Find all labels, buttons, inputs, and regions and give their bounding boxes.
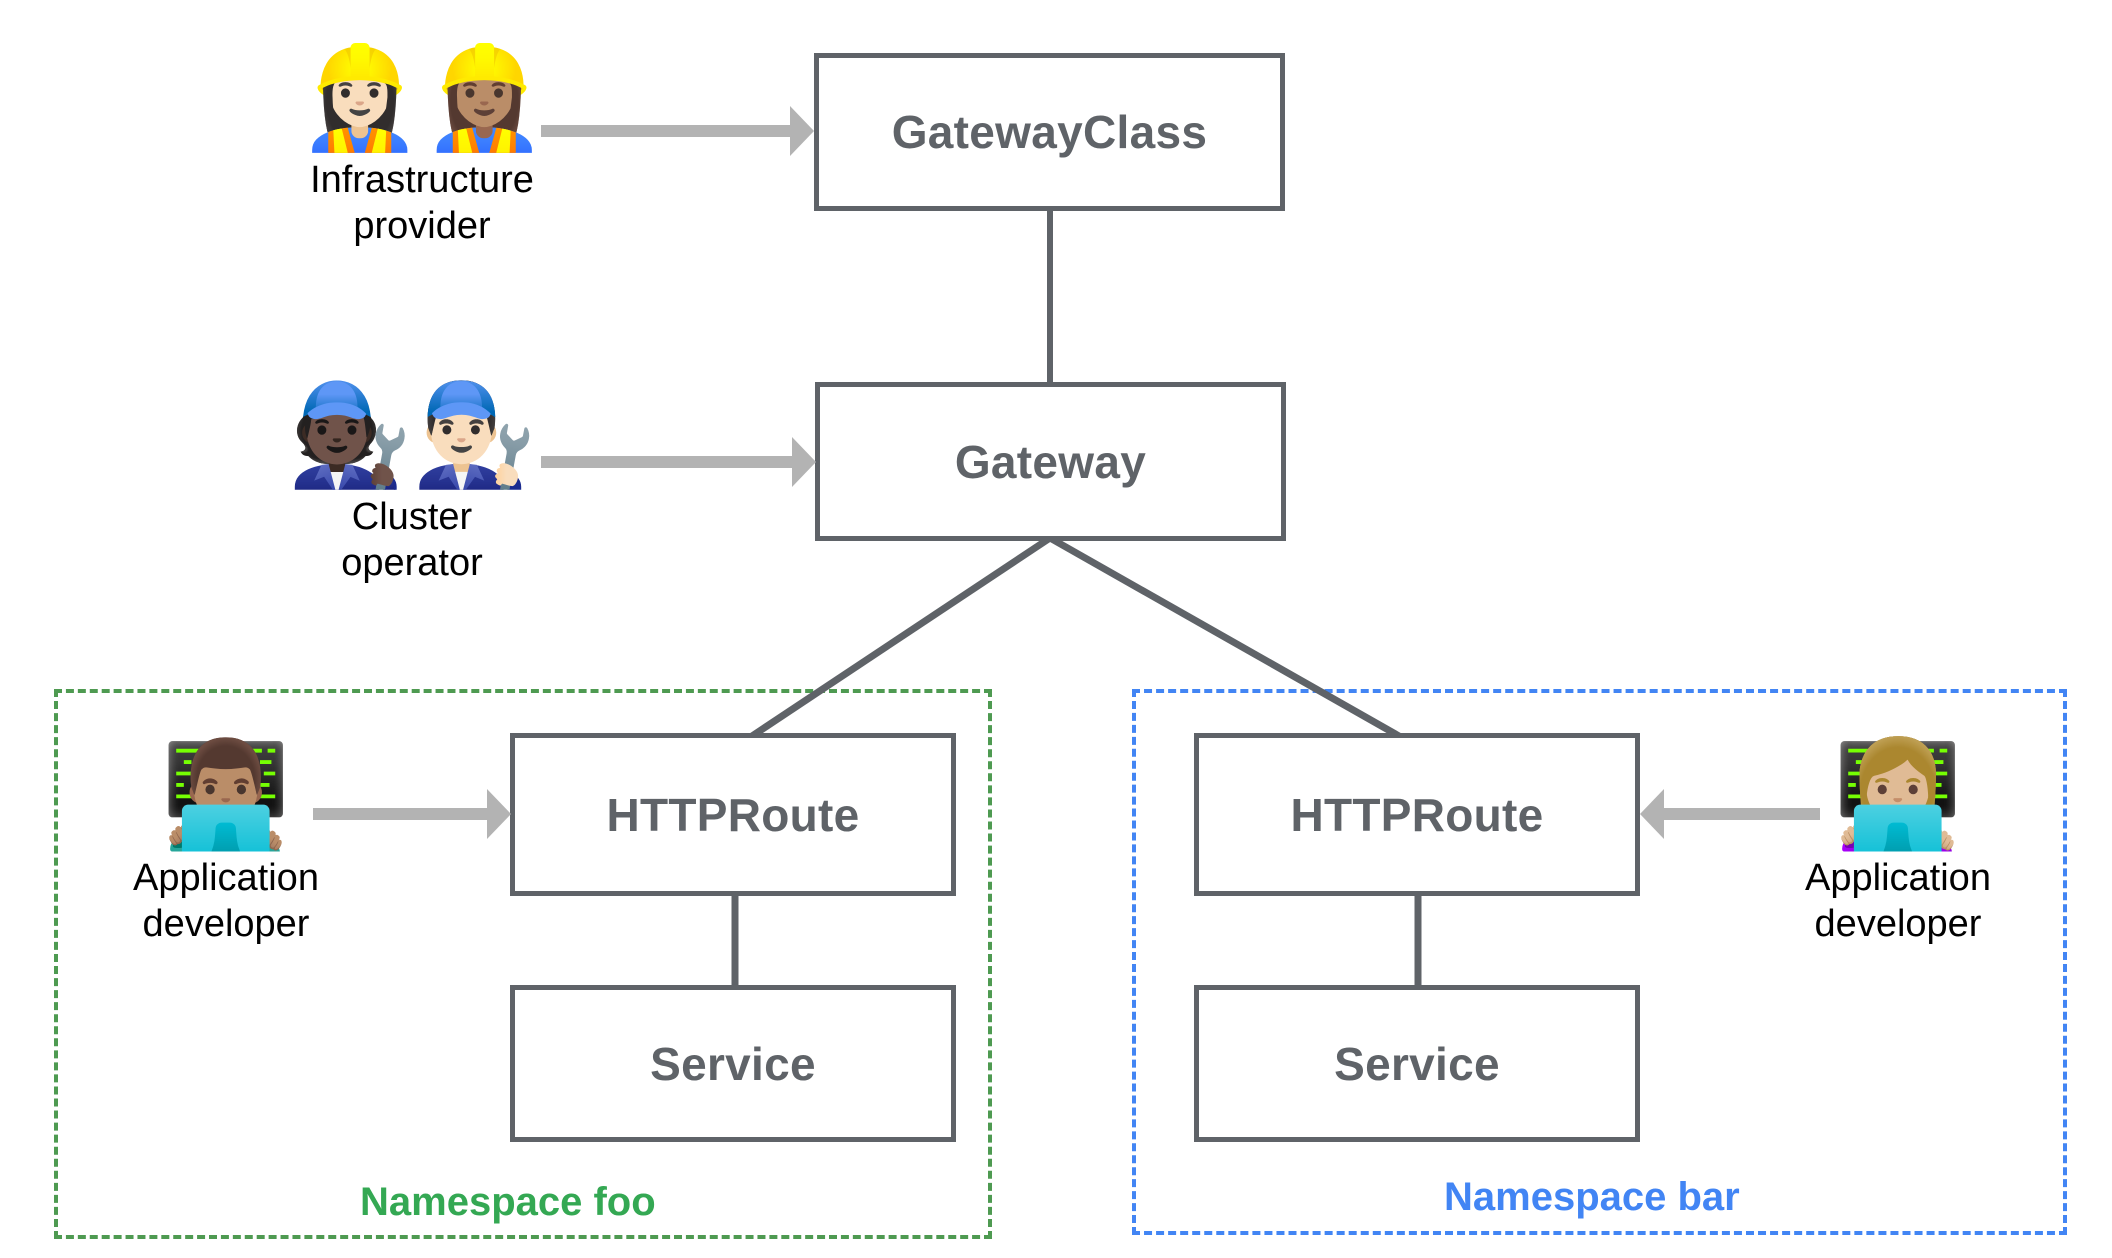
woman-technologist-blonde-icon: 👩🏼‍💻 [1833,733,1963,855]
application-developer-bar-icons: 👩🏼‍💻 [1833,742,1963,846]
service-foo-label: Service [650,1037,816,1090]
man-technologist-medium-icon: 👨🏽‍💻 [161,733,291,855]
infrastructure-provider-icons: 👷🏻‍♀️ 👷🏽‍♀️ [297,48,546,148]
woman-construction-worker-medium-icon: 👷🏽‍♀️ [422,39,547,156]
arrow-infrastructure-provider-to-gatewayclass [541,106,814,156]
resource-box-service-bar[interactable]: Service [1194,985,1640,1142]
actor-application-developer-bar: 👩🏼‍💻 Application developer [1778,742,2018,947]
service-bar-label: Service [1334,1037,1500,1090]
httproute-foo-label: HTTPRoute [606,788,860,841]
man-mechanic-light-icon: 👨🏻‍🔧 [412,376,537,493]
gatewayclass-label: GatewayClass [891,106,1208,158]
resource-box-httproute-foo[interactable]: HTTPRoute [510,733,956,896]
namespace-label-foo: Namespace foo [360,1180,656,1224]
cluster-operator-icons: 🧑🏿‍🔧 👨🏻‍🔧 [287,385,536,485]
resource-box-service-foo[interactable]: Service [510,985,956,1142]
arrow-cluster-operator-to-gateway [541,437,816,487]
application-developer-bar-caption: Application developer [1805,857,1991,945]
namespace-label-bar: Namespace bar [1444,1175,1740,1219]
resource-box-gatewayclass[interactable]: GatewayClass [814,53,1285,211]
actor-application-developer-foo: 👨🏽‍💻 Application developer [106,742,346,947]
infrastructure-provider-caption: Infrastructure provider [310,159,534,247]
httproute-bar-label: HTTPRoute [1290,788,1544,841]
woman-construction-worker-light-icon: 👷🏻‍♀️ [297,39,422,156]
application-developer-foo-icons: 👨🏽‍💻 [161,742,291,846]
cluster-operator-caption: Cluster operator [341,496,483,584]
resource-box-httproute-bar[interactable]: HTTPRoute [1194,733,1640,896]
actor-infrastructure-provider: 👷🏻‍♀️ 👷🏽‍♀️ Infrastructure provider [272,48,572,249]
actor-cluster-operator: 🧑🏿‍🔧 👨🏻‍🔧 Cluster operator [272,385,552,586]
resource-box-gateway[interactable]: Gateway [815,382,1286,541]
gateway-label: Gateway [954,435,1147,488]
namespace-frame-bar [1132,689,2067,1235]
application-developer-foo-caption: Application developer [133,857,319,945]
mechanic-dark-icon: 🧑🏿‍🔧 [287,376,412,493]
namespace-frame-foo [54,689,992,1239]
